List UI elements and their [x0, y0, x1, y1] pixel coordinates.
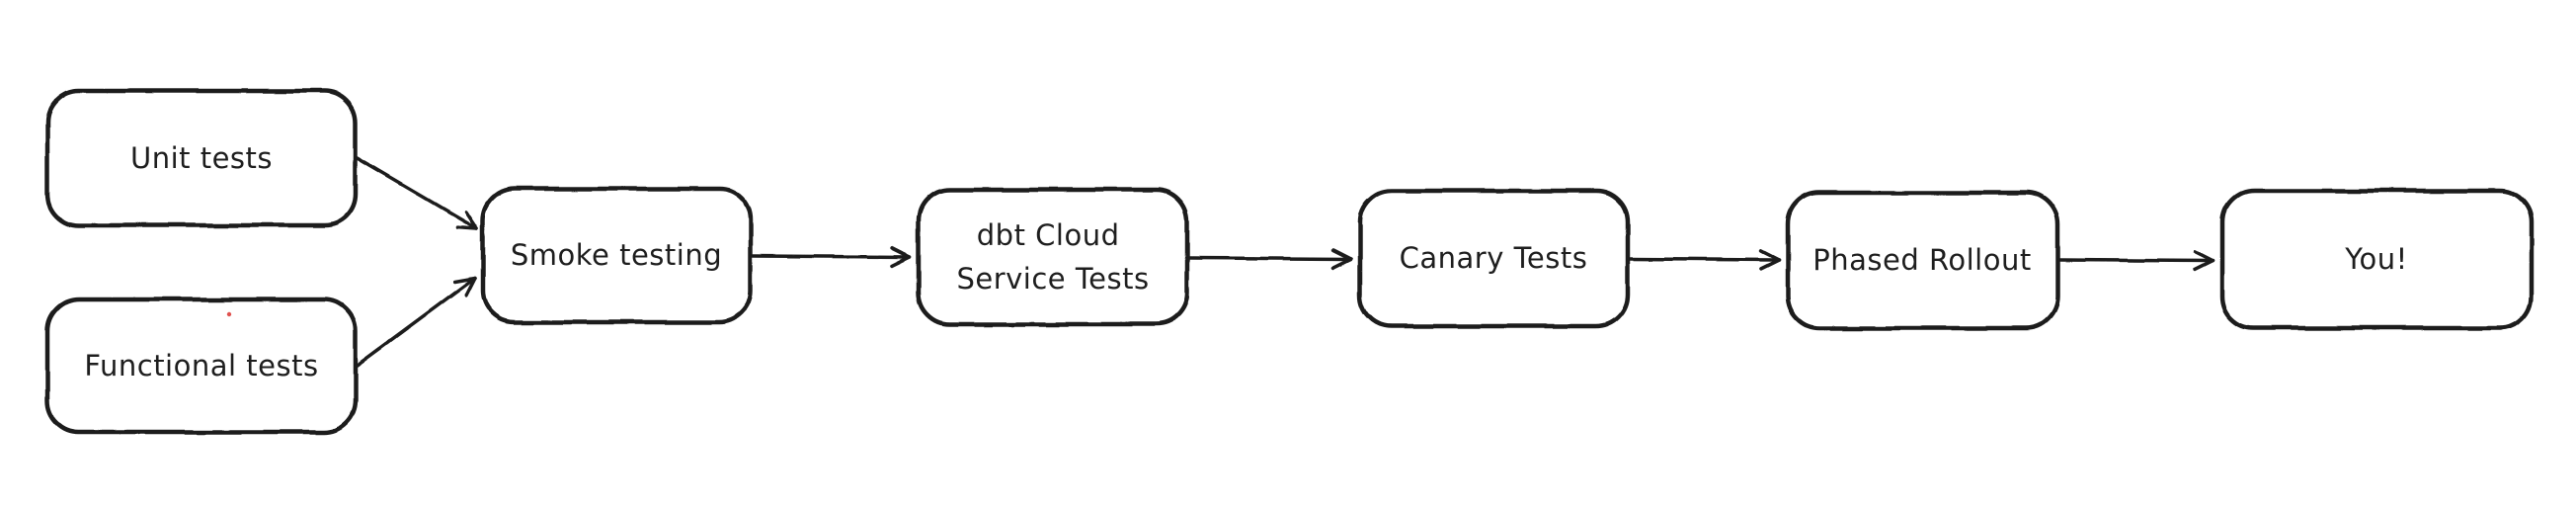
node-label-unit-tests: Unit tests: [130, 141, 273, 175]
edge-smoke-testing-to-dbt-cloud-service-tests[interactable]: [751, 246, 912, 268]
node-phased-rollout[interactable]: [1785, 190, 2060, 331]
node-smoke-testing[interactable]: [480, 186, 754, 325]
node-unit-tests[interactable]: [44, 88, 359, 228]
edge-dbt-cloud-service-tests-to-canary-tests[interactable]: [1187, 248, 1353, 270]
node-label-smoke-testing: Smoke testing: [511, 238, 722, 272]
edge-unit-tests-to-smoke-testing[interactable]: [356, 156, 479, 230]
edge-canary-tests-to-phased-rollout[interactable]: [1628, 249, 1781, 271]
stray-red-pixel: [226, 311, 232, 317]
node-functional-tests[interactable]: [44, 297, 359, 435]
node-dbt-cloud-service-tests[interactable]: [916, 187, 1190, 327]
node-label-dbt-cloud-service-tests: dbt Cloud Service Tests: [956, 209, 1149, 296]
edge-phased-rollout-to-you[interactable]: [2057, 250, 2214, 272]
node-canary-tests[interactable]: [1357, 188, 1631, 329]
node-label-canary-tests: Canary Tests: [1400, 241, 1588, 275]
edge-functional-tests-to-smoke-testing[interactable]: [356, 276, 477, 367]
node-label-functional-tests: Functional tests: [84, 349, 318, 382]
node-label-you: You!: [2344, 242, 2408, 276]
node-label-phased-rollout: Phased Rollout: [1812, 243, 2031, 277]
node-you[interactable]: [2219, 188, 2535, 331]
